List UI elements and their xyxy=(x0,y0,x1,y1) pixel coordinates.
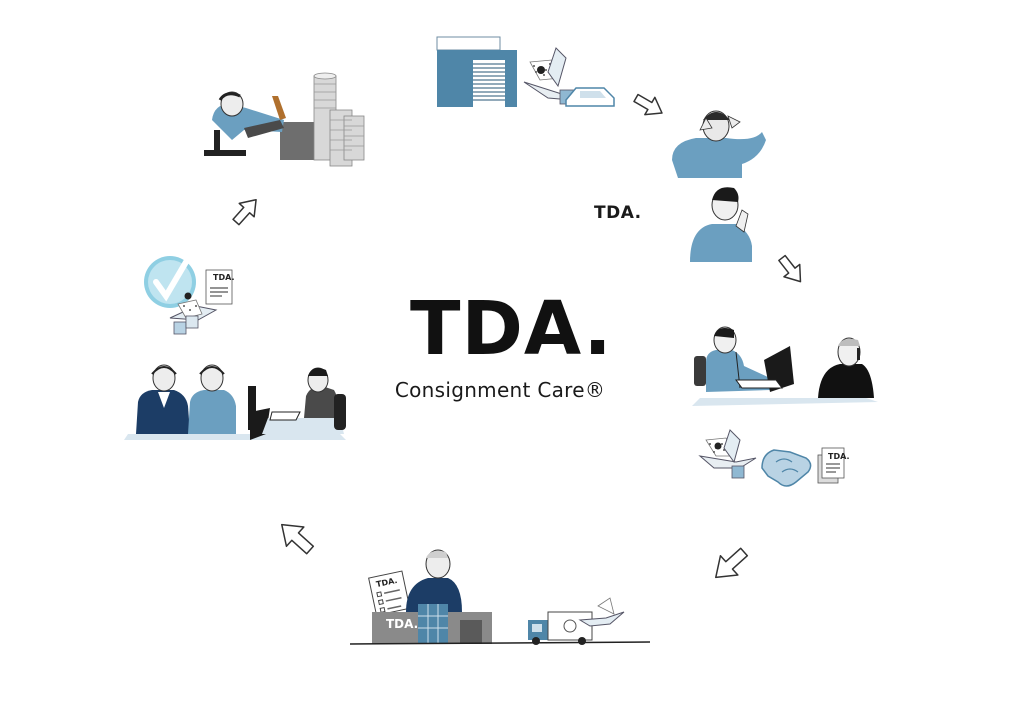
tda-building-truck-icon xyxy=(349,549,651,645)
cycle-arrow-1 xyxy=(633,93,663,116)
tda-logo: TDA. xyxy=(410,286,613,372)
stressed-person-icon xyxy=(672,110,766,178)
checkmark-delivery-icon xyxy=(144,256,233,335)
building-tda-logo: TDA. xyxy=(386,617,419,631)
cycle-arrow-4 xyxy=(281,523,315,555)
support-team-icon xyxy=(124,364,346,440)
calling-person-icon xyxy=(690,187,752,262)
small-tda-logo: TDA. xyxy=(594,203,642,223)
cycle-arrow-2 xyxy=(778,254,802,283)
cycle-arrow-5 xyxy=(232,198,257,226)
warehouse-shipment-icon xyxy=(436,36,615,107)
deal-handshake-icon xyxy=(698,429,845,487)
cycle-arrow-3 xyxy=(715,547,749,579)
consignment-care-tagline: Consignment Care® xyxy=(394,378,606,402)
document-tda-logo-2: TDA. xyxy=(828,452,850,461)
document-tda-logo: TDA. xyxy=(213,273,235,282)
relaxed-person-money-icon xyxy=(204,72,365,167)
phone-agents-icon xyxy=(692,326,878,406)
